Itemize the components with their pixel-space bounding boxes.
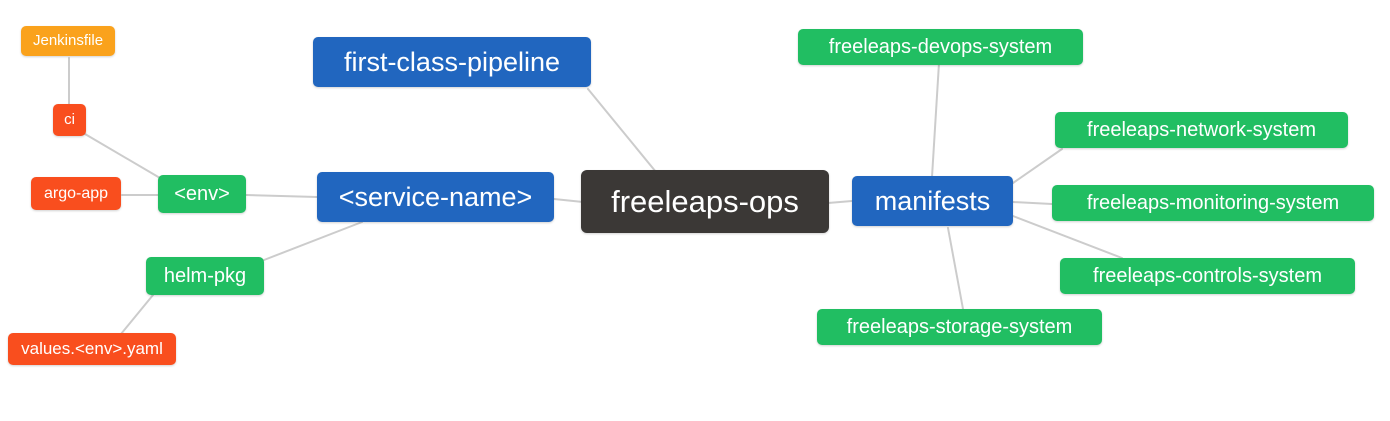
edge-service-name-helm-pkg xyxy=(263,221,363,261)
node-ci[interactable]: ci xyxy=(53,104,86,136)
node-freeleaps-controls-system[interactable]: freeleaps-controls-system xyxy=(1060,258,1355,294)
node-first-class-pipeline[interactable]: first-class-pipeline xyxy=(313,37,591,88)
node-env[interactable]: <env> xyxy=(158,175,246,213)
node-argo-app[interactable]: argo-app xyxy=(31,177,122,211)
edge-manifests-monitoring-system xyxy=(1012,201,1053,205)
node-helm-pkg[interactable]: helm-pkg xyxy=(146,257,264,295)
edge-manifests-storage-system xyxy=(947,227,964,310)
edge-manifests-controls-system xyxy=(1012,215,1123,259)
node-service-name[interactable]: <service-name> xyxy=(317,172,554,223)
node-freeleaps-monitoring-system[interactable]: freeleaps-monitoring-system xyxy=(1052,185,1374,221)
edge-env-service-name xyxy=(245,194,318,198)
node-values-env-yaml[interactable]: values.<env>.yaml xyxy=(8,333,176,366)
edge-ci-env xyxy=(84,133,161,179)
edge-manifests-network-system xyxy=(1012,148,1063,184)
node-freeleaps-network-system[interactable]: freeleaps-network-system xyxy=(1055,112,1348,148)
edge-first-class-pipeline-ops xyxy=(587,88,657,173)
node-freeleaps-devops-system[interactable]: freeleaps-devops-system xyxy=(798,29,1083,65)
edge-manifests-devops-system xyxy=(931,62,940,178)
node-freeleaps-ops[interactable]: freeleaps-ops xyxy=(581,170,829,234)
edge-helm-pkg-values-env-yaml xyxy=(120,294,154,335)
node-manifests[interactable]: manifests xyxy=(852,176,1013,227)
node-jenkinsfile[interactable]: Jenkinsfile xyxy=(21,26,116,56)
node-freeleaps-storage-system[interactable]: freeleaps-storage-system xyxy=(817,309,1102,345)
edge-ops-manifests xyxy=(827,200,853,204)
edge-service-name-ops xyxy=(553,198,584,203)
